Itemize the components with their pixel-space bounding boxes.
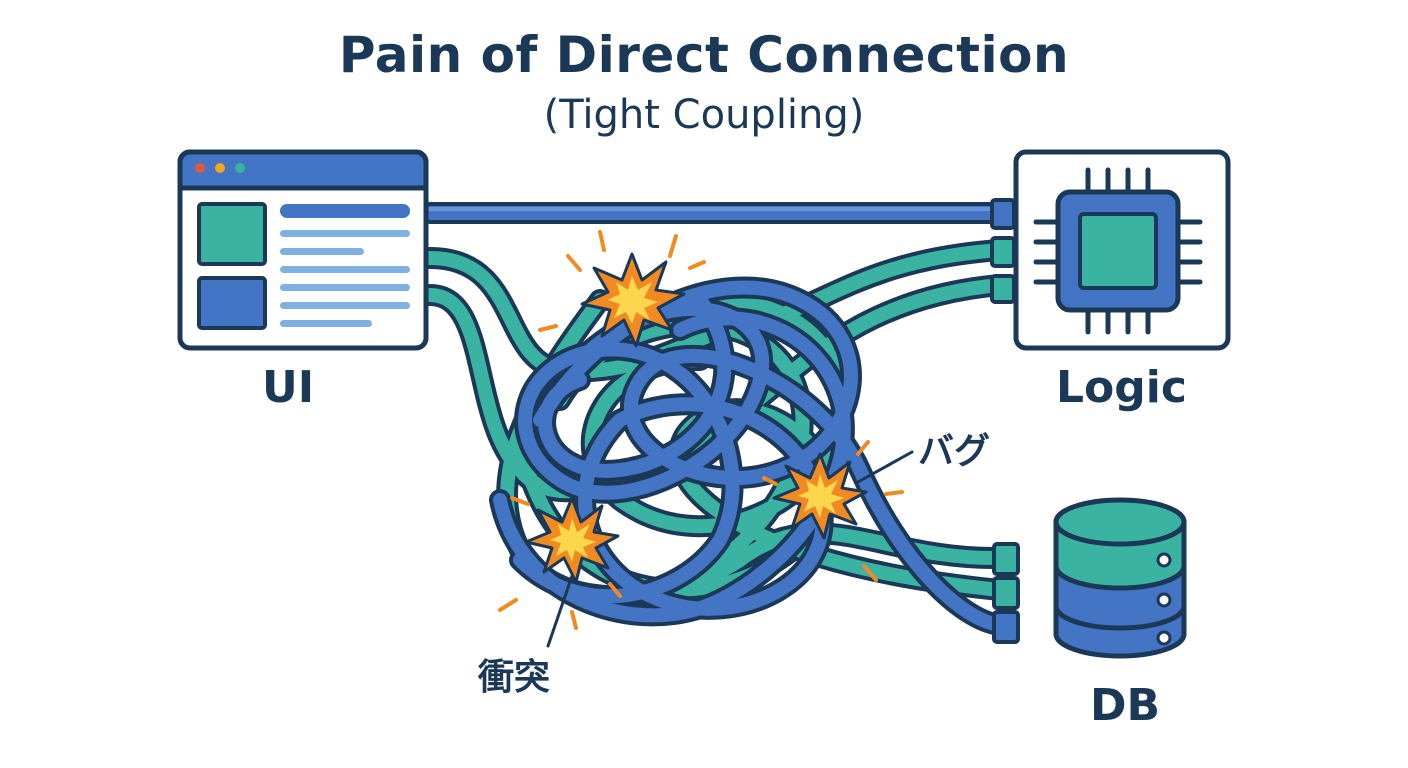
conflict-annotation: 衝突 <box>478 657 551 698</box>
diagram-title: Pain of Direct Connection <box>338 26 1070 84</box>
diagram-subtitle: (Tight Coupling) <box>543 92 865 138</box>
ui-label: UI <box>262 362 315 413</box>
database-cylinder-icon <box>1053 497 1187 659</box>
logic-label: Logic <box>1056 362 1187 413</box>
bug-annotation: バグ <box>918 431 991 472</box>
browser-window-icon <box>177 149 429 351</box>
annotation-pointers <box>546 450 914 648</box>
blue-cables <box>423 206 1007 632</box>
cpu-chip-icon <box>1013 149 1231 351</box>
explosion-icon <box>498 230 904 630</box>
db-connectors <box>992 542 1020 644</box>
tangled-cables <box>419 202 1011 636</box>
db-label: DB <box>1090 680 1161 731</box>
logic-connectors <box>990 198 1016 304</box>
